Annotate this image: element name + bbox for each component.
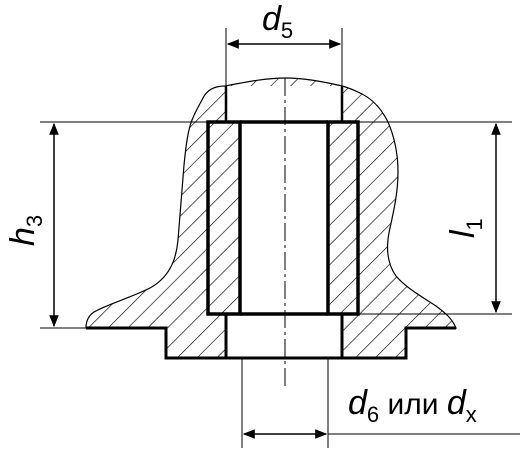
label-d6-or-dx: d6 или dx (348, 384, 477, 427)
dimension-lines (49, 39, 501, 439)
label-l1: l1 (444, 218, 487, 238)
bushing (206, 120, 360, 316)
housing-section (85, 77, 457, 359)
label-d5: d5 (262, 0, 293, 43)
extension-lines (40, 28, 520, 448)
label-h3: h3 (4, 215, 47, 246)
